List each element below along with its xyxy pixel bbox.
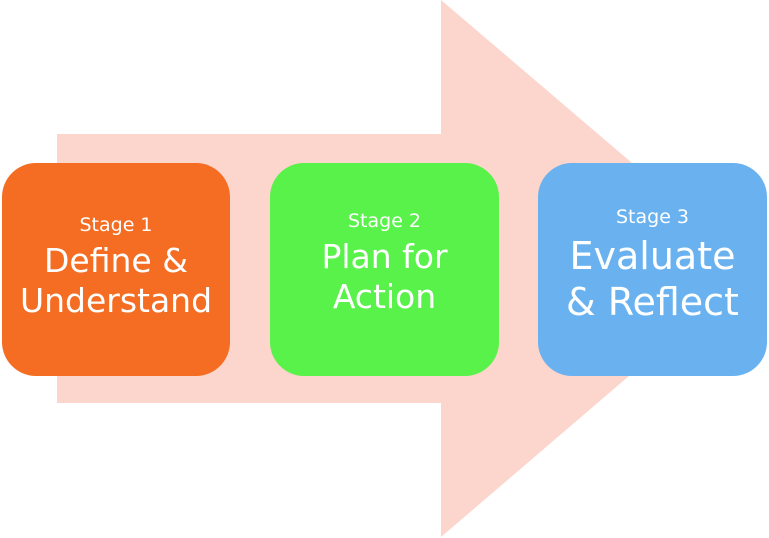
stage-1-title-line-2: Understand <box>19 281 213 320</box>
stage-2-title-line-2: Action <box>332 277 437 316</box>
stage-1-label: Stage 1 <box>79 214 153 236</box>
stage-3-title-line-1: Evaluate <box>569 234 736 278</box>
stage-1-title-line-1: Define & <box>44 241 188 280</box>
stage-2-title: Plan for Action <box>321 237 447 317</box>
stage-2-title-line-1: Plan for <box>321 237 448 276</box>
stage-3-title: Evaluate & Reflect <box>566 233 739 325</box>
stage-2-box: Stage 2 Plan for Action <box>270 163 499 376</box>
stage-2-label: Stage 2 <box>347 210 422 232</box>
stage-3-title-line-2: & Reflect <box>566 280 739 324</box>
stage-3-label: Stage 3 <box>615 206 690 228</box>
stage-1-title: Define & Understand <box>20 241 212 321</box>
stage-1-box: Stage 1 Define & Understand <box>2 163 230 376</box>
stage-3-box: Stage 3 Evaluate & Reflect <box>538 163 767 376</box>
